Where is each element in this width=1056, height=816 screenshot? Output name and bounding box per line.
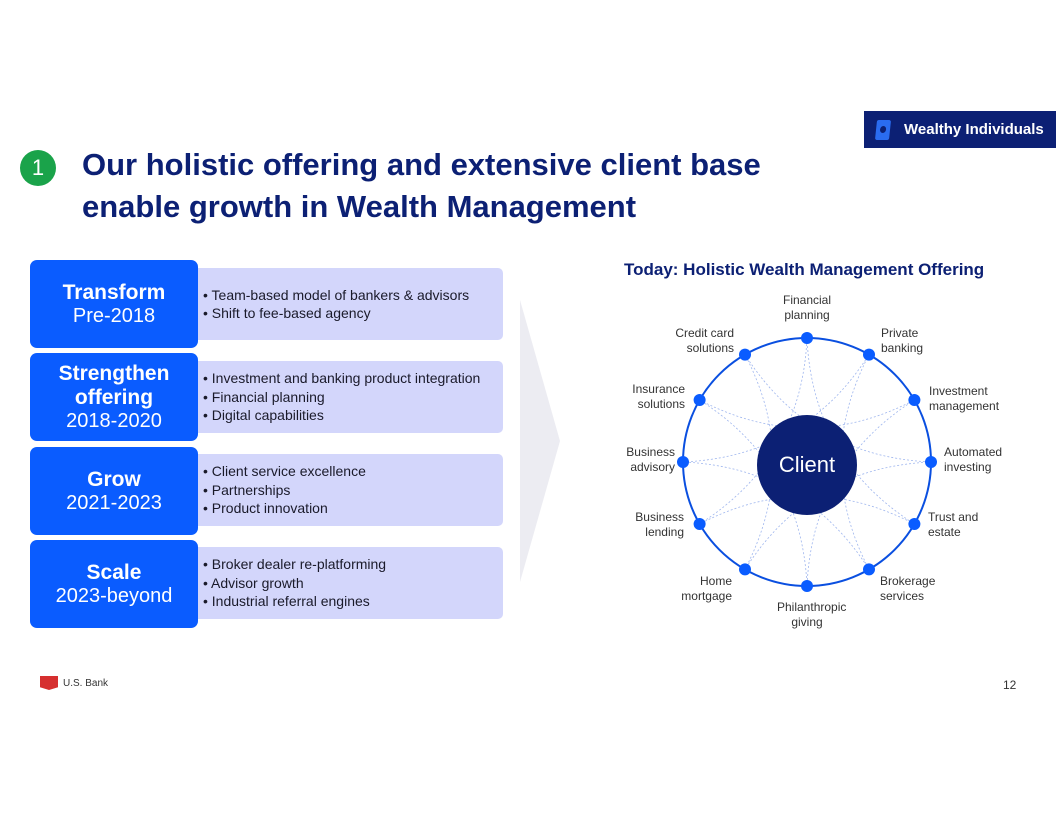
connector-line xyxy=(806,337,915,525)
connector-line xyxy=(682,461,870,570)
offering-node xyxy=(908,518,921,530)
stage-details: • Client service excellence• Partnership… xyxy=(190,454,503,526)
offering-label: Business advisory xyxy=(626,445,675,474)
stage-years: 2018-2020 xyxy=(66,410,162,432)
title-line: enable growth in Wealth Management xyxy=(82,189,637,224)
brand-name: U.S. Bank xyxy=(63,677,109,689)
bullet: • Financial planning xyxy=(203,388,325,405)
segment-badge: Wealthy Individuals xyxy=(864,111,1056,148)
offering-node xyxy=(863,563,875,576)
stage-name: Strengthen offering xyxy=(58,362,170,409)
bullet: • Shift to fee-based agency xyxy=(203,305,371,321)
offering-label: Investment management xyxy=(929,384,1000,413)
offering-label: Automated investing xyxy=(944,445,1003,474)
connector-line xyxy=(682,354,870,463)
offering-node xyxy=(925,456,937,468)
stage-years: 2023-beyond xyxy=(55,585,173,607)
bullet: • Client service excellence xyxy=(203,463,366,480)
connector-line xyxy=(744,354,932,463)
offering-label: Credit card solutions xyxy=(675,326,734,355)
bullet: • Team-based model of bankers & advisors xyxy=(203,286,470,303)
connector-line xyxy=(699,399,915,429)
connector-line xyxy=(806,399,915,587)
offering-node xyxy=(908,394,921,406)
page-title: Our holistic offering and extensive clie… xyxy=(82,144,761,228)
offering-node xyxy=(693,518,706,530)
bullet: • Digital capabilities xyxy=(203,407,324,424)
us-bank-logo: U.S. Bank xyxy=(40,676,108,690)
offering-label: Brokerage services xyxy=(880,574,936,603)
stage-details: • Broker dealer re-platforming• Advisor … xyxy=(190,547,503,619)
bullet: • Partnerships xyxy=(203,481,291,498)
connector-line xyxy=(744,461,932,570)
offering-label: Business lending xyxy=(635,510,684,539)
stage-name: Grow xyxy=(87,468,141,491)
title-line: Our holistic offering and extensive clie… xyxy=(82,147,761,182)
offering-label: Trust and estate xyxy=(928,510,979,539)
chevron-arrow xyxy=(520,300,560,582)
offering-node xyxy=(739,348,751,361)
offering-label: Home mortgage xyxy=(681,574,732,603)
offering-label: Insurance solutions xyxy=(632,382,685,411)
page-number: 12 xyxy=(1003,678,1017,692)
badge-label: Wealthy Individuals xyxy=(904,121,1044,138)
connector-line xyxy=(744,354,774,570)
client-hub: Client xyxy=(757,415,857,515)
bullet: • Industrial referral engines xyxy=(203,593,370,610)
offering-label: Philanthropic giving xyxy=(777,600,847,629)
stage-name: Transform xyxy=(62,281,166,304)
connector-line xyxy=(699,399,808,587)
offering-node xyxy=(693,394,706,406)
offering-node xyxy=(677,456,689,468)
bullet: • Advisor growth xyxy=(203,574,304,591)
offering-label: Private banking xyxy=(881,326,924,355)
offering-node xyxy=(863,348,875,361)
offering-label: Financial planning xyxy=(782,293,832,322)
offering-node xyxy=(801,580,813,592)
stage-details: • Team-based model of bankers & advisors… xyxy=(190,268,503,340)
bullet: • Broker dealer re-platforming xyxy=(203,556,387,573)
stage-years: 2021-2023 xyxy=(66,492,162,514)
connector-line xyxy=(840,354,870,570)
wheel-title: Today: Holistic Wealth Management Offeri… xyxy=(624,260,985,279)
offering-node xyxy=(801,332,813,344)
connector-line xyxy=(699,495,915,525)
connector-line xyxy=(699,337,808,525)
stage-years: Pre-2018 xyxy=(72,305,156,327)
bullet: • Investment and banking product integra… xyxy=(203,370,481,387)
shield-icon xyxy=(40,676,58,690)
bullet: • Product innovation xyxy=(203,500,328,517)
section-number: 1 xyxy=(20,150,56,186)
offering-node xyxy=(739,563,751,576)
stage-details: • Investment and banking product integra… xyxy=(190,361,503,433)
stage-name: Scale xyxy=(86,561,142,584)
